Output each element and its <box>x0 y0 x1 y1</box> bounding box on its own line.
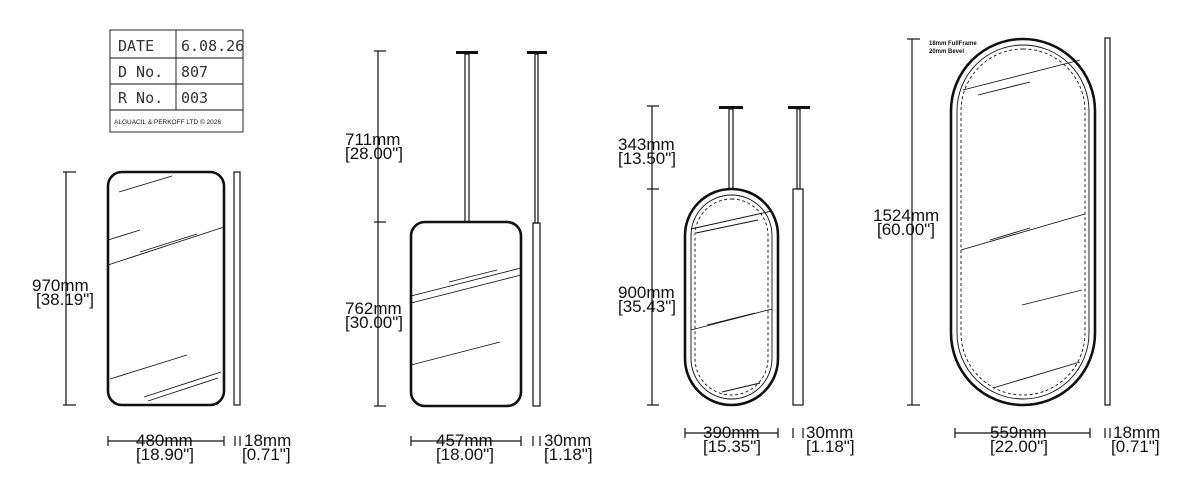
height-inches: [60.00"] <box>877 220 935 239</box>
height-inches: [38.19"] <box>36 290 94 309</box>
width-mm: 559mm <box>990 423 1047 442</box>
suspension-rod-side <box>796 108 801 190</box>
title-block: DATE 6.08.26 D No. 807 R No. 003 ALGUACI… <box>109 29 244 133</box>
rod-length-mm: 711mm <box>345 130 400 149</box>
mirror-side-view <box>1104 37 1111 406</box>
width-dimension-line <box>410 436 522 446</box>
date-value: 6.08.26 <box>181 37 244 55</box>
title-block-frame <box>109 29 244 133</box>
width-mm: 390mm <box>703 423 760 442</box>
width-inches: [18.90"] <box>136 445 194 464</box>
height-mm: 970mm <box>32 276 89 295</box>
frame-note: 18mm FullFrame <box>929 41 977 47</box>
suspension-rod-front <box>464 53 470 223</box>
suspension-rod-front <box>728 108 734 190</box>
width-mm: 480mm <box>136 431 193 450</box>
revision-number-label: R No. <box>118 89 163 107</box>
glass-reflection-lines <box>690 210 773 393</box>
mirror-side-view <box>792 188 804 406</box>
rod-dimension-line <box>647 105 659 190</box>
mirror-frame-inner <box>956 44 1090 400</box>
ceiling-plate-front <box>719 106 743 109</box>
depth-mm: 18mm <box>1113 423 1160 442</box>
height-inches: [35.43"] <box>618 297 676 316</box>
depth-mm: 30mm <box>806 423 853 442</box>
height-dimension-line <box>374 222 386 407</box>
rod-dimension-line <box>374 50 386 223</box>
height-mm: 762mm <box>345 299 402 318</box>
bevel-line <box>694 198 769 396</box>
rod-length-mm: 343mm <box>618 135 675 154</box>
drawing-number-value: 807 <box>181 63 208 81</box>
height-mm: 1524mm <box>873 206 939 225</box>
depth-inches: [0.71"] <box>242 445 291 464</box>
width-dimension-line <box>107 436 225 446</box>
mirror-side-view <box>532 222 541 407</box>
mirror-frame-outer <box>683 187 780 407</box>
height-dimension-line <box>907 38 920 406</box>
width-inches: [18.00"] <box>436 445 494 464</box>
depth-dimension-line <box>234 436 241 446</box>
width-inches: [15.35"] <box>703 437 761 456</box>
width-dimension-line <box>954 428 1091 438</box>
depth-dimension-line <box>1104 428 1111 438</box>
drawing-number-label: D No. <box>118 63 163 81</box>
width-mm: 457mm <box>436 431 493 450</box>
mirror-front-view <box>106 170 226 407</box>
drawing-1-wall-mirror: 970mm [38.19"] 480mm [18.90"] 18mm [0.71… <box>32 170 291 464</box>
mirror-side-view <box>233 171 241 406</box>
drawing-4-wall-capsule-mirror: 18mm FullFrame 20mm Bevel 1524mm [60.00"… <box>873 37 1160 456</box>
suspension-rod-side <box>534 53 539 224</box>
bevel-line <box>960 48 1086 396</box>
ceiling-plate-side <box>788 106 810 109</box>
rod-length-inches: [13.50"] <box>618 149 676 168</box>
height-mm: 900mm <box>618 283 675 302</box>
mirror-frame-inner <box>690 194 773 400</box>
drawing-2-ceiling-mirror: 711mm [28.00"] 762mm [30.00"] 457mm [18.… <box>345 50 593 464</box>
height-dimension-line <box>63 171 76 406</box>
ceiling-plate-side <box>527 51 547 54</box>
ceiling-plate-front <box>456 51 478 54</box>
depth-mm: 18mm <box>244 431 291 450</box>
depth-inches: [0.71"] <box>1111 437 1160 456</box>
depth-dimension-line <box>792 428 804 438</box>
depth-mm: 30mm <box>544 431 591 450</box>
depth-dimension-line <box>532 436 541 446</box>
glass-reflection-lines <box>107 175 225 402</box>
width-inches: [22.00"] <box>990 437 1048 456</box>
bevel-note: 20mm Bevel <box>929 49 964 55</box>
glass-reflection-lines <box>960 59 1086 389</box>
rod-length-inches: [28.00"] <box>345 144 403 163</box>
revision-number-value: 003 <box>181 89 208 107</box>
height-dimension-line <box>647 189 659 406</box>
glass-reflection-lines <box>410 267 522 366</box>
mirror-frame-outer <box>949 37 1097 407</box>
mirror-front-view <box>409 220 523 408</box>
depth-inches: [1.18"] <box>806 437 855 456</box>
height-inches: [30.00"] <box>345 313 403 332</box>
drawing-3-ceiling-capsule-mirror: 343mm [13.50"] 900mm [35.43"] 390mm [15.… <box>618 105 855 456</box>
depth-inches: [1.18"] <box>544 445 593 464</box>
company-copyright: ALGUACIL & PERKOFF LTD © 2026 <box>114 118 221 126</box>
date-label: DATE <box>118 37 154 55</box>
width-dimension-line <box>684 428 779 438</box>
